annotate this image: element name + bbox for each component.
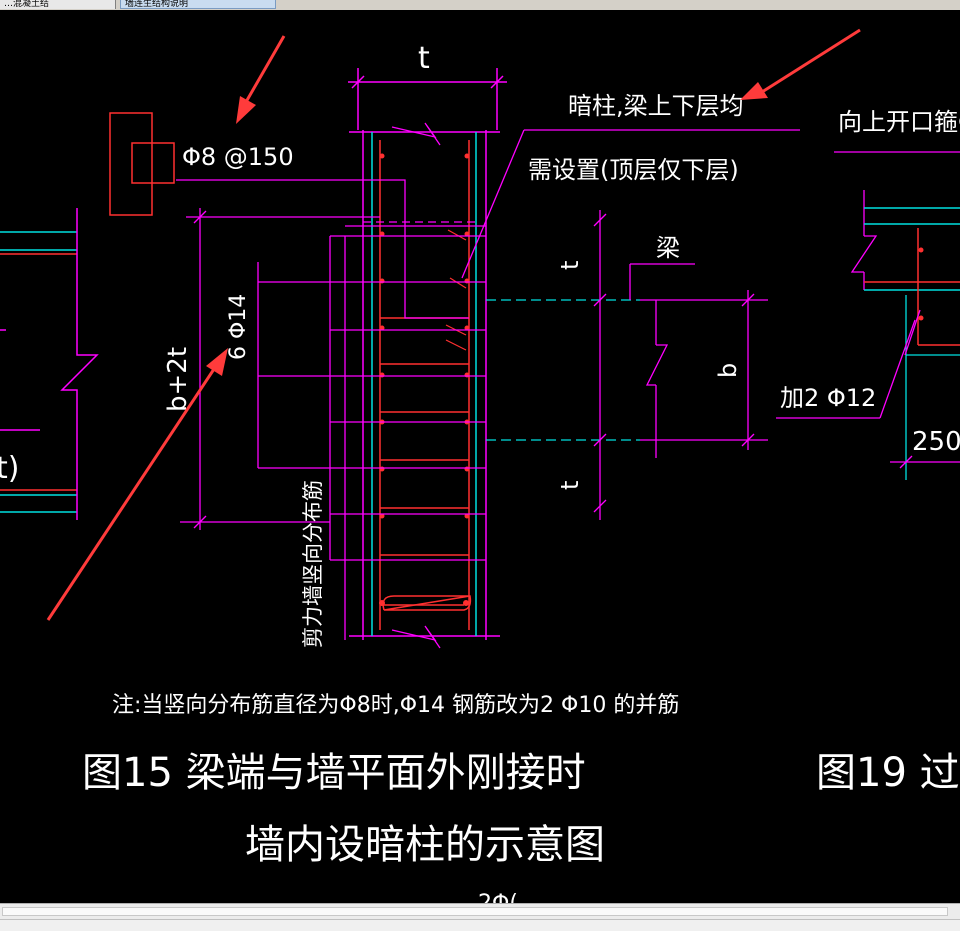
note-line-1: 暗柱,梁上下层均 <box>568 92 744 120</box>
arrow-icon <box>740 28 861 100</box>
beam-label: 梁 <box>656 234 680 262</box>
left-partial-figure: t) <box>0 208 99 520</box>
document-tab-active[interactable]: 墙连生结构说明 <box>120 0 276 9</box>
add-2-phi12-label: 加2 Φ12 <box>780 384 876 412</box>
wall-vertical-bars-label: 剪力墙竖向分布筋 <box>301 480 325 648</box>
cad-drawing-canvas[interactable]: t) t <box>0 10 960 903</box>
bottom-partial-text: 2Φ( <box>478 891 518 903</box>
figure-19-partial: 向上开口箍Φ( 加2 Φ12 250 <box>776 108 960 480</box>
figure-15-drawing: t <box>109 41 800 718</box>
arrow-icon <box>46 348 228 621</box>
bars-6-phi14-label: 6 Φ14 <box>226 294 251 360</box>
horizontal-scrollbar[interactable] <box>0 903 960 919</box>
left-partial-text: t) <box>0 451 19 486</box>
stirrup-label: Φ8 @150 <box>182 143 294 171</box>
figure-15-title-line-1: 图15 梁端与墙平面外刚接时 <box>82 750 586 796</box>
note-line-2: 需设置(顶层仅下层) <box>528 156 739 184</box>
dim-b: b <box>714 363 742 378</box>
note-bottom: 注:当竖向分布筋直径为Φ8时,Φ14 钢筋改为2 Φ10 的并筋 <box>112 693 679 718</box>
figure-19-title: 图19 过梁 <box>816 750 960 796</box>
dim-t-right-top: t <box>556 261 584 270</box>
arrow-icon <box>236 35 286 124</box>
document-tab[interactable]: …混凝土结 <box>0 0 116 9</box>
dim-t-top: t <box>418 41 430 76</box>
dim-b-plus-2t: b+2t <box>163 347 193 412</box>
right-dim-250: 250 <box>912 427 960 457</box>
status-bar <box>0 919 960 931</box>
right-top-label: 向上开口箍Φ( <box>838 108 960 136</box>
annotation-arrows <box>46 28 861 621</box>
figure-15-title-line-2: 墙内设暗柱的示意图 <box>245 822 605 868</box>
dim-t-right-bottom: t <box>556 481 584 490</box>
scrollbar-thumb[interactable] <box>2 907 948 916</box>
